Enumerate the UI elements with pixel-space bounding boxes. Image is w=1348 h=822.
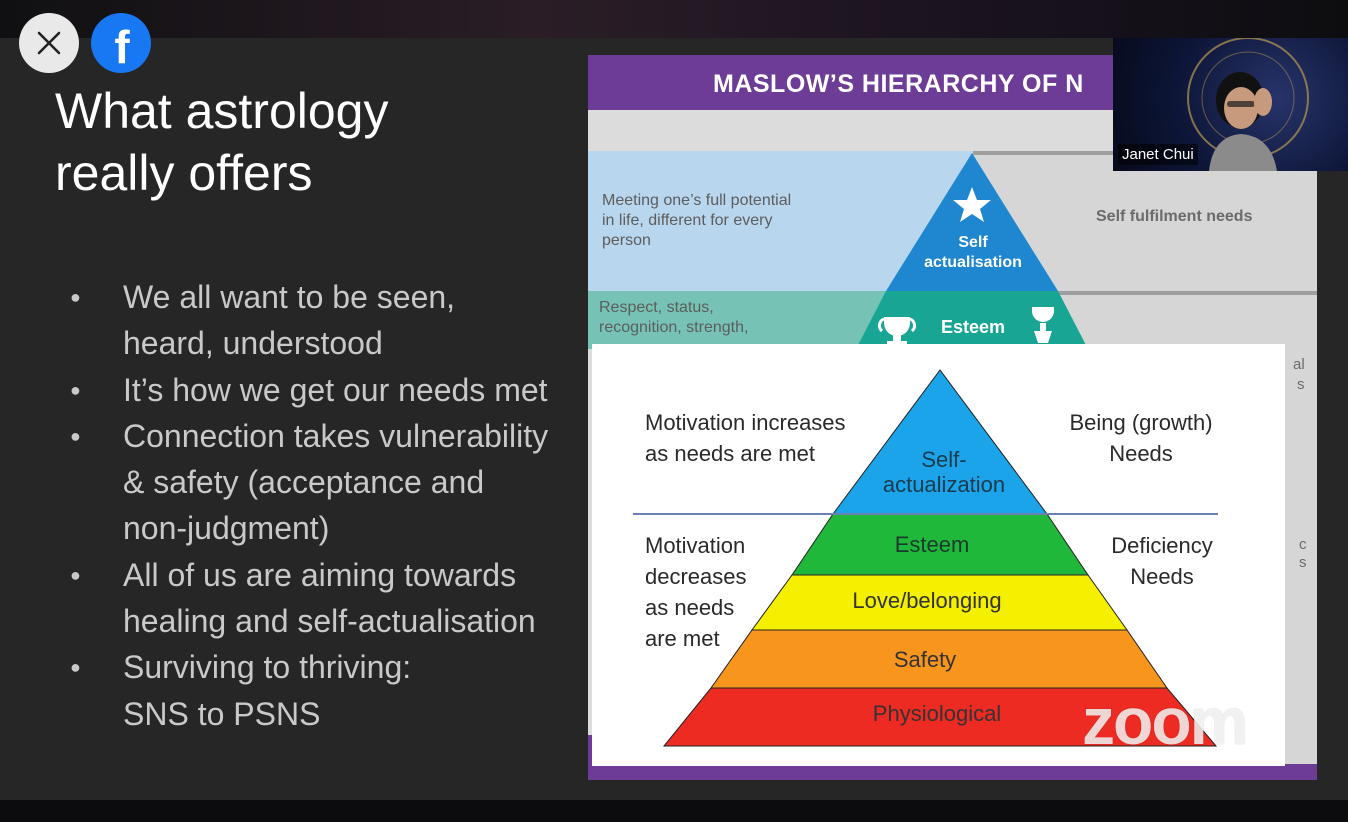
bullet-item: We all want to be seen, heard, understoo… — [70, 274, 590, 367]
level-label: Love/belonging — [852, 588, 1001, 613]
level-label: actualization — [883, 472, 1005, 497]
bullet-item: Surviving to thriving: SNS to PSNS — [70, 644, 590, 737]
level-label: Self- — [921, 447, 966, 472]
background-pyramid — [856, 153, 1088, 349]
trophy-icon — [877, 317, 917, 345]
chart-header: MASLOW’S HIERARCHY OF N — [713, 70, 1084, 98]
maslow-pyramid-card: Self- actualization Esteem Love/belongin… — [592, 344, 1285, 766]
bullet-list: We all want to be seen, heard, understoo… — [70, 274, 590, 737]
slide-title: What astrology really offers — [55, 83, 389, 201]
pyramid-diagram: Self- actualization Esteem Love/belongin… — [633, 369, 1218, 747]
motivation-decreases-text: Motivation decreases as needs are met — [645, 533, 747, 651]
bullet-item: It’s how we get our needs met — [70, 367, 590, 414]
bullet-item: All of us are aiming towards healing and… — [70, 552, 590, 645]
speaker-name: Janet Chui — [1118, 144, 1198, 165]
top-bar — [0, 0, 1348, 38]
speaker-avatar — [1187, 38, 1309, 171]
tier2-label: Esteem — [940, 317, 1006, 337]
tier1-right-label: Self fulfilment needs — [1096, 208, 1253, 225]
tier2-description: Respect, status, recognition, strength, — [599, 299, 749, 336]
trophy-icon — [1032, 307, 1054, 343]
level-label: Esteem — [895, 532, 970, 557]
clipped-right-column: al s c s — [1285, 344, 1317, 764]
level-physiological — [662, 687, 1218, 747]
close-icon — [37, 31, 61, 55]
deficiency-needs-text: Deficiency Needs — [1111, 533, 1213, 589]
motivation-increases-text: Motivation increases as needs are met — [645, 410, 846, 466]
tier1-label: Self actualisation — [924, 234, 1022, 271]
level-label: Physiological — [873, 701, 1001, 726]
star-icon — [953, 187, 991, 222]
level-label: Safety — [894, 647, 956, 672]
facebook-button[interactable]: f — [91, 13, 151, 73]
close-button[interactable] — [19, 13, 79, 73]
zoom-watermark: zoom — [1082, 684, 1248, 758]
speaker-video[interactable]: Janet Chui — [1113, 38, 1348, 171]
tier1-description: Meeting one’s full potential in life, di… — [602, 192, 792, 249]
facebook-icon: f — [114, 21, 130, 73]
bullet-item: Connection takes vulnerability & safety … — [70, 413, 590, 552]
bottom-bar — [0, 800, 1348, 822]
being-needs-text: Being (growth) Needs — [1069, 410, 1213, 466]
